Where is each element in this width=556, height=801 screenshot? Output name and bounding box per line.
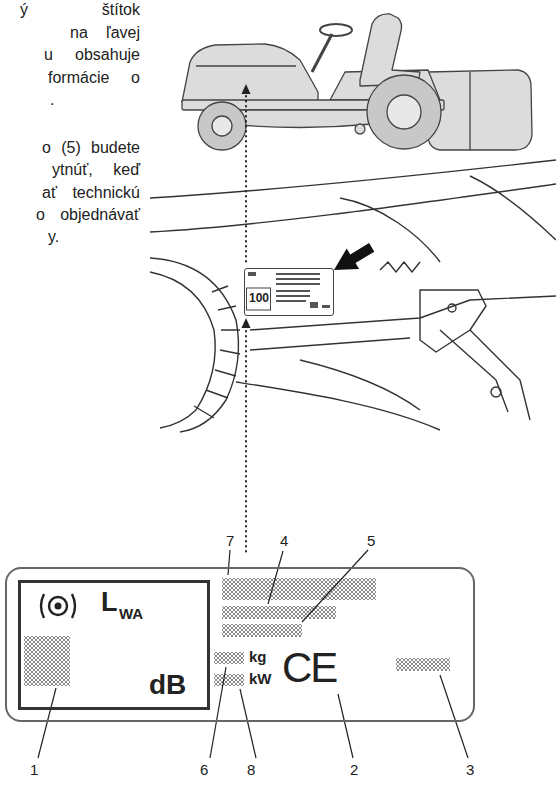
body-text-line: o (5) budete (42, 140, 140, 156)
callout-number: 4 (280, 533, 288, 548)
body-text-line: o objednávať (36, 207, 140, 223)
plate-symbol-box (247, 288, 271, 310)
deck-wheel (355, 124, 365, 134)
spring (380, 262, 420, 272)
rating-plate-small: 100 (244, 268, 334, 316)
sound-power-icon (41, 594, 75, 618)
unit-label: kW (249, 671, 272, 686)
frame (250, 338, 410, 350)
dotted-line (245, 326, 247, 556)
bag-seam (469, 72, 470, 150)
callout-number: 7 (226, 533, 234, 548)
dotted-line (245, 96, 247, 262)
symbol-letter: L (101, 589, 118, 616)
front-hub (212, 116, 232, 136)
body-text-line: na ľavej (70, 25, 140, 41)
pointer-arrowhead (242, 318, 251, 328)
plate-fine-print (248, 272, 330, 308)
deck-edge (300, 360, 420, 410)
deck-edge (236, 382, 440, 430)
unit-label: kg (249, 649, 267, 664)
tyre-tread (194, 286, 240, 418)
callout-number: 3 (466, 762, 474, 777)
closeup-drawing (150, 160, 556, 432)
plate-ground (244, 268, 334, 316)
callout-number: 6 (200, 762, 208, 777)
callout-number: 5 (367, 533, 375, 548)
front-wheel (198, 102, 246, 150)
body-text-line: ytnúť, keď (52, 162, 140, 178)
tractor-drawing (182, 14, 532, 150)
hood (182, 44, 318, 104)
steering-wheel (320, 24, 352, 36)
body-text-line: y. (48, 229, 59, 245)
ce-mark: CE (282, 647, 336, 689)
plate-number: 100 (249, 292, 269, 304)
body-text-line: . (50, 92, 54, 108)
callout-number: 8 (247, 762, 255, 777)
body-text-line: ý štítok (20, 2, 140, 18)
noise-level-box: LWA dB (18, 580, 210, 710)
body-text-line: ať technickú (42, 185, 140, 201)
mower-deck (228, 110, 372, 128)
rear-hub (387, 95, 421, 129)
unit-label: dB (149, 671, 186, 699)
hatched-field (24, 578, 450, 686)
bolt (491, 387, 501, 397)
callout-number: 1 (30, 762, 38, 777)
rating-plate: kg kW CE LWA dB (5, 567, 475, 722)
body-edge (150, 184, 556, 232)
bracket (420, 290, 486, 352)
bolt (448, 304, 456, 312)
callout-number: 2 (350, 762, 358, 777)
tyre (150, 272, 215, 428)
hood-line (196, 65, 296, 66)
rear-wheel (367, 75, 441, 149)
body-text-line: u obsahuje (44, 47, 140, 63)
pointer-arrow (334, 243, 374, 270)
bracket (440, 330, 530, 420)
symbol-subscript: WA (119, 606, 143, 621)
pointer-arrowhead (242, 84, 251, 94)
steering-column (312, 34, 332, 72)
body-edge (470, 176, 556, 240)
body-text-line: formácie o (48, 70, 140, 86)
